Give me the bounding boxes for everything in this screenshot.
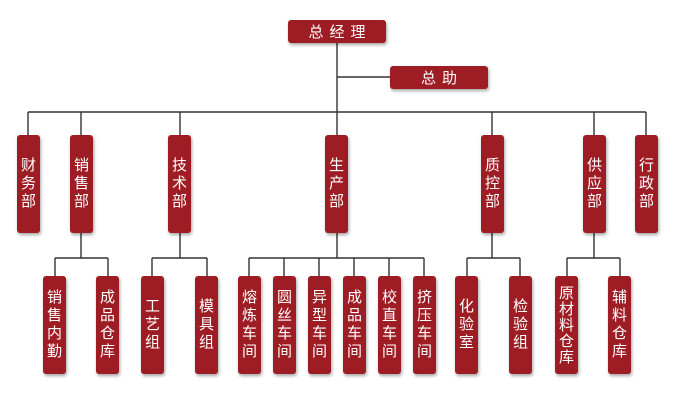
- node-profile-workshop: 异型车间: [308, 276, 331, 374]
- node-smelting-workshop: 熔炼车间: [238, 276, 261, 374]
- node-sales-internal: 销售内勤: [43, 276, 66, 374]
- node-dept-supply: 供应部: [583, 135, 606, 233]
- node-raw-material-warehouse: 原材料仓库: [555, 276, 578, 374]
- node-round-wire-workshop: 圆丝车间: [273, 276, 296, 374]
- node-finished-goods-warehouse: 成品仓库: [96, 276, 119, 374]
- node-dept-administration: 行政部: [635, 135, 658, 233]
- node-dept-sales: 销售部: [70, 135, 93, 233]
- node-finished-product-workshop: 成品车间: [343, 276, 366, 374]
- node-dept-technology: 技术部: [168, 135, 191, 233]
- node-dept-production: 生产部: [325, 135, 348, 233]
- node-extrusion-workshop: 挤压车间: [413, 276, 436, 374]
- node-process-group: 工艺组: [141, 276, 164, 374]
- node-general-manager: 总经理: [288, 20, 386, 43]
- node-inspection-group: 检验组: [509, 276, 532, 374]
- node-dept-quality-control: 质控部: [481, 135, 504, 233]
- node-laboratory: 化验室: [455, 276, 478, 374]
- node-dept-finance: 财务部: [17, 135, 40, 233]
- node-mold-group: 模具组: [195, 276, 218, 374]
- node-auxiliary-material-warehouse: 辅料仓库: [608, 276, 631, 374]
- node-general-assistant: 总助: [390, 66, 488, 89]
- node-straightening-workshop: 校直车间: [378, 276, 401, 374]
